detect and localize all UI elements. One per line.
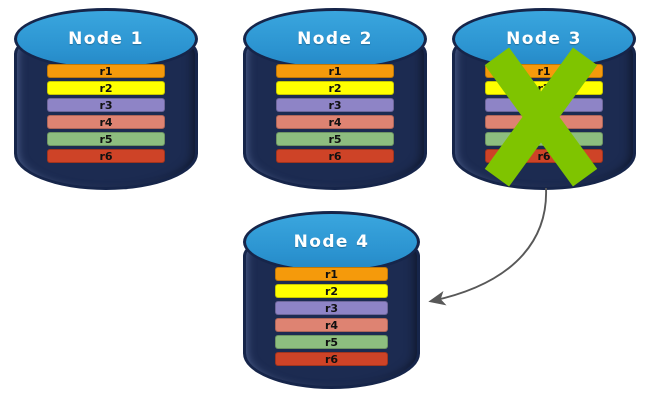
row-r5[interactable]: r5 xyxy=(274,335,389,349)
row-r2[interactable]: r2 xyxy=(274,284,389,298)
row-r3[interactable]: r3 xyxy=(47,98,165,112)
node-4-title: Node 4 xyxy=(293,232,370,252)
node-4-rows: r1 r2 r3 r4 r5 r6 xyxy=(274,267,389,366)
row-r3[interactable]: r3 xyxy=(276,98,394,112)
node-4[interactable]: Node 4 r1 r2 r3 r4 r5 r6 xyxy=(243,211,420,389)
row-r3[interactable]: r3 xyxy=(274,301,389,315)
row-r6[interactable]: r6 xyxy=(47,149,165,163)
row-r1[interactable]: r1 xyxy=(276,64,394,78)
row-r2[interactable]: r2 xyxy=(47,81,165,95)
node-3-title: Node 3 xyxy=(506,29,582,49)
row-r4[interactable]: r4 xyxy=(274,318,389,332)
row-r4[interactable]: r4 xyxy=(47,115,165,129)
row-r6[interactable]: r6 xyxy=(274,352,389,366)
node-1-title: Node 1 xyxy=(68,29,144,49)
row-r6[interactable]: r6 xyxy=(276,149,394,163)
row-r1[interactable]: r1 xyxy=(47,64,165,78)
cylinder-shape-node-4: Node 4 r1 r2 r3 r4 r5 r6 xyxy=(243,211,420,389)
row-r5[interactable]: r5 xyxy=(276,132,394,146)
cylinder-top-node-2: Node 2 xyxy=(243,8,427,70)
node-2-title: Node 2 xyxy=(297,29,373,49)
row-r5[interactable]: r5 xyxy=(47,132,165,146)
node-2-rows: r1 r2 r3 r4 r5 r6 xyxy=(276,64,394,163)
row-r4[interactable]: r4 xyxy=(276,115,394,129)
node-1-rows: r1 r2 r3 r4 r5 r6 xyxy=(47,64,165,163)
cylinder-shape-node-1: Node 1 r1 r2 r3 r4 r5 r6 xyxy=(14,8,198,190)
node-2[interactable]: Node 2 r1 r2 r3 r4 r5 r6 xyxy=(243,8,427,190)
node-1[interactable]: Node 1 r1 r2 r3 r4 r5 r6 xyxy=(14,8,198,190)
cylinder-shape-node-2: Node 2 r1 r2 r3 r4 r5 r6 xyxy=(243,8,427,190)
row-r1[interactable]: r1 xyxy=(274,267,389,281)
row-r2[interactable]: r2 xyxy=(276,81,394,95)
cylinder-top-node-4: Node 4 xyxy=(243,211,420,273)
